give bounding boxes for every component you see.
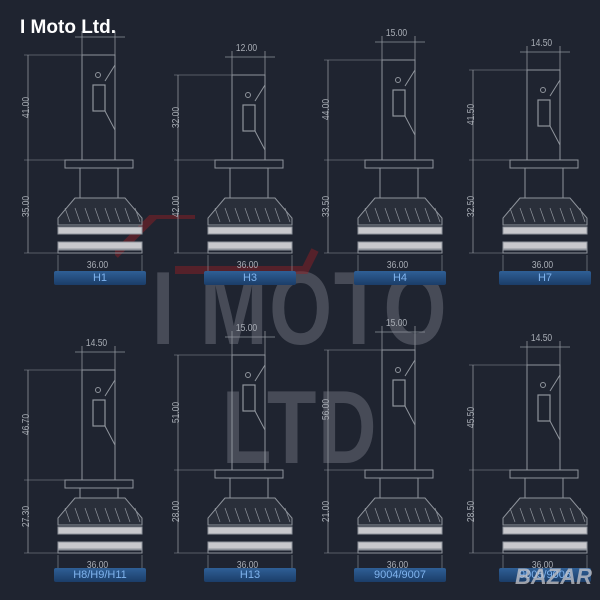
lower-height-dimension: 35.00 — [21, 195, 33, 217]
upper-height-dimension: 32.00 — [171, 106, 183, 128]
bulb-drawing — [174, 331, 293, 578]
top-width-dimension: 15.00 — [235, 323, 258, 334]
bulb-drawing — [469, 46, 588, 278]
upper-height-dimension: 41.00 — [21, 96, 33, 118]
bulb-type-label: 9005/9006 — [499, 568, 591, 582]
base-width-dimension: 36.00 — [86, 260, 109, 271]
bulb-drawing — [469, 341, 588, 578]
base-width-dimension: 36.00 — [386, 260, 409, 271]
upper-height-dimension: 56.00 — [321, 398, 333, 421]
lower-height-dimension: 21.00 — [321, 500, 333, 522]
top-width-dimension: 15.00 — [385, 318, 408, 329]
brand-title: I Moto Ltd. — [20, 17, 117, 38]
bulb-type-label: H13 — [204, 568, 296, 582]
top-width-dimension: 14.50 — [530, 333, 553, 344]
top-width-dimension: 15.00 — [385, 28, 408, 39]
bulb-type-label: H1 — [54, 271, 146, 285]
upper-height-dimension: 51.00 — [171, 401, 183, 423]
top-width-dimension: 14.50 — [530, 38, 553, 49]
bulb-drawing — [24, 31, 143, 278]
bulb-drawing — [24, 346, 143, 578]
bulb-type-label: 9004/9007 — [354, 568, 446, 582]
bulb-type-label: H7 — [499, 271, 591, 285]
base-width-dimension: 36.00 — [531, 260, 554, 271]
lower-height-dimension: 32.50 — [466, 195, 478, 217]
upper-height-dimension: 44.00 — [321, 98, 333, 121]
upper-height-dimension: 46.70 — [21, 413, 33, 436]
bulb-type-label: H3 — [204, 271, 296, 285]
lower-height-dimension: 28.00 — [171, 500, 183, 522]
bulb-drawing — [324, 326, 443, 578]
base-width-dimension: 36.00 — [386, 560, 409, 571]
base-width-dimension: 36.00 — [236, 260, 259, 271]
base-width-dimension: 36.00 — [86, 560, 109, 571]
base-width-dimension: 36.00 — [531, 560, 554, 571]
base-width-dimension: 36.00 — [236, 560, 259, 571]
upper-height-dimension: 45.50 — [466, 406, 478, 428]
lower-height-dimension: 42.00 — [171, 195, 183, 217]
upper-height-dimension: 41.50 — [466, 103, 478, 126]
top-width-dimension: 14.50 — [85, 338, 108, 349]
bulb-drawing — [174, 51, 293, 278]
lower-height-dimension: 33.50 — [321, 195, 333, 217]
bazar-logo: BAZAR — [515, 564, 592, 589]
bulb-drawing — [324, 36, 443, 278]
bulb-type-label: H8/H9/H11 — [54, 568, 146, 582]
bulb-type-label: H4 — [354, 271, 446, 285]
lower-height-dimension: 28.50 — [466, 500, 478, 522]
top-width-dimension: 12.00 — [235, 43, 258, 54]
lower-height-dimension: 27.30 — [21, 505, 33, 527]
watermark-text: I MOTO LTD — [151, 251, 449, 486]
